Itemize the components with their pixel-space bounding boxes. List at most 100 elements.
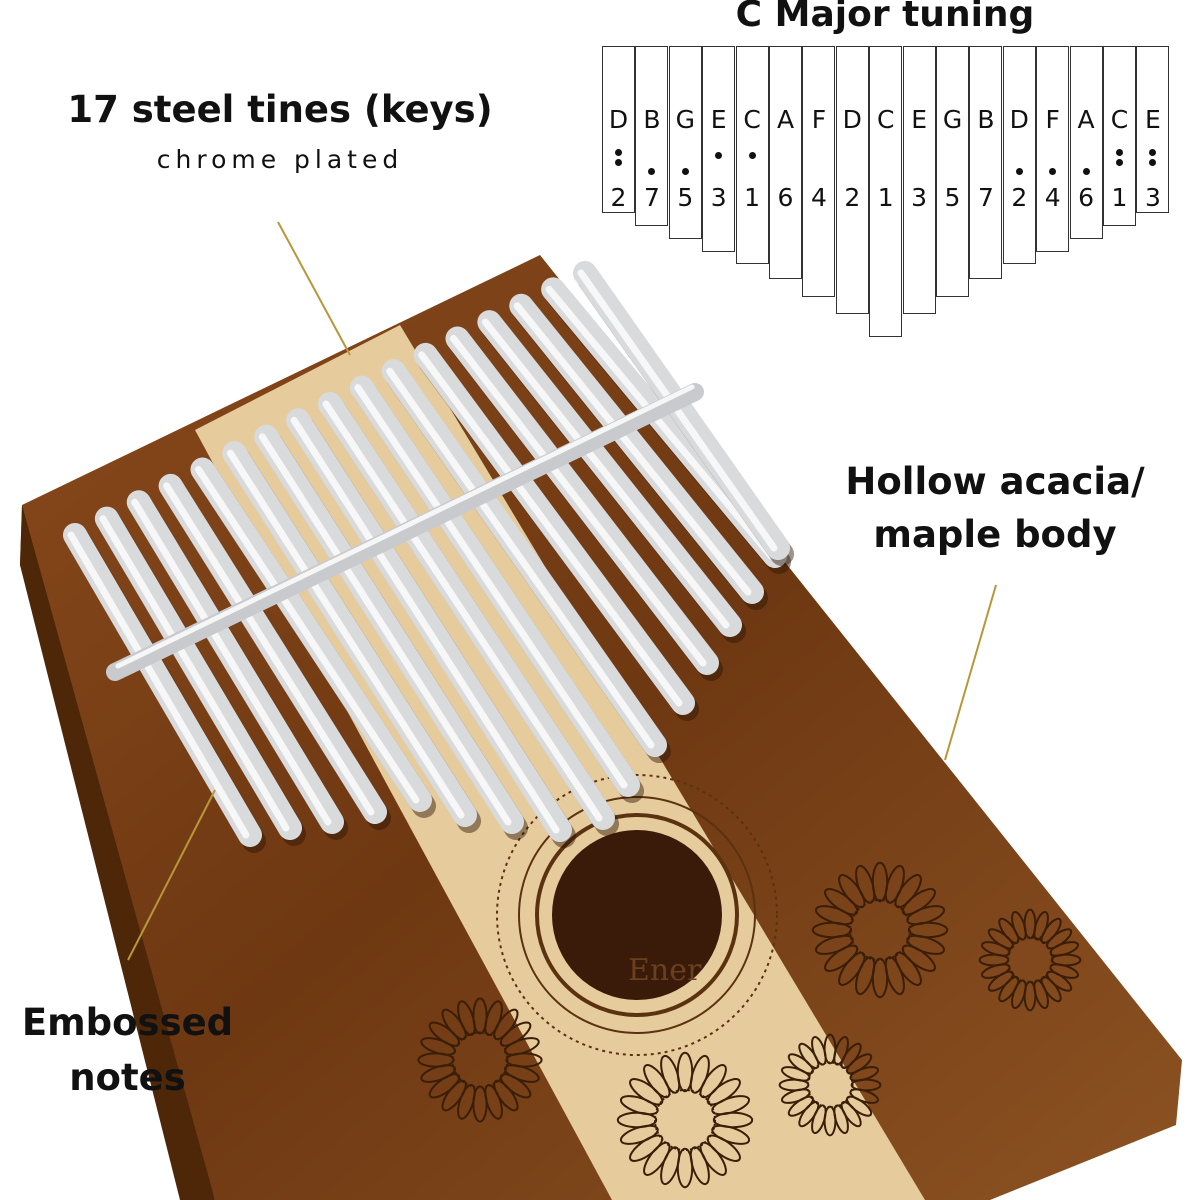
octave-dot — [681, 168, 689, 175]
key-note: D — [1009, 105, 1029, 134]
sunflower-engravings — [417, 861, 1082, 1189]
leader-lines — [127, 221, 997, 961]
key-number: 3 — [1144, 183, 1161, 212]
key-number: 3 — [710, 183, 727, 212]
key-note: F — [811, 105, 827, 134]
key-number: 5 — [677, 183, 694, 212]
octave-dots — [1104, 147, 1135, 169]
tine-highlight — [99, 515, 290, 832]
octave-dots — [670, 166, 701, 178]
tine-highlight — [354, 384, 628, 789]
key-number: 1 — [1111, 183, 1128, 212]
key-note: C — [876, 105, 895, 134]
tine-highlight — [450, 335, 707, 667]
tine-highlight — [577, 269, 778, 552]
octave-dot — [748, 152, 756, 159]
octave-dots — [737, 150, 768, 162]
octave-dots — [1004, 166, 1035, 178]
tine-highlight — [418, 351, 683, 707]
octave-dot — [1149, 149, 1157, 156]
tine-highlight — [481, 318, 730, 629]
key-number: 2 — [610, 183, 627, 212]
sunflower — [978, 908, 1082, 1012]
key-number: 4 — [1044, 183, 1061, 212]
octave-dots — [1071, 166, 1102, 178]
sunflower — [417, 997, 543, 1123]
logo-text: Ener — [628, 953, 702, 988]
key-note: F — [1045, 105, 1060, 134]
key-note: G — [942, 105, 963, 134]
tine-highlight — [258, 433, 512, 826]
octave-dot — [1082, 168, 1090, 175]
key-note: C — [743, 105, 761, 134]
key-note: E — [1144, 105, 1161, 134]
tine-highlight — [195, 466, 420, 804]
octave-dot — [715, 152, 723, 159]
octave-dot — [1049, 168, 1057, 175]
key-note: A — [776, 105, 795, 134]
key-note: A — [1077, 105, 1095, 134]
key-note: B — [977, 105, 995, 134]
body-label-line1: Hollow acacia/ — [845, 460, 1145, 503]
body-leader — [944, 584, 997, 761]
key-number: 1 — [877, 183, 894, 212]
sound-hole — [552, 830, 722, 1000]
key-note: D — [842, 105, 862, 134]
octave-dots — [1037, 166, 1068, 178]
key-note: B — [643, 105, 661, 134]
steel-tines — [63, 261, 794, 853]
sunflower — [616, 1051, 754, 1189]
octave-dot — [1149, 159, 1157, 166]
key-note: G — [675, 105, 695, 134]
tine-highlight — [322, 400, 603, 822]
sound-hole-rosette — [496, 774, 778, 1056]
octave-dots — [1137, 147, 1168, 169]
tine-highlight — [545, 285, 775, 560]
tuning-title: C Major tuning — [735, 0, 1035, 35]
tines-title: 17 steel tines (keys) — [67, 88, 493, 131]
tines-subtitle: chrome plated — [156, 145, 404, 174]
key-number: 3 — [911, 183, 928, 212]
octave-dot — [615, 149, 622, 156]
notes-leader — [127, 789, 216, 961]
octave-dots — [603, 147, 634, 169]
tine-highlight — [163, 482, 375, 816]
key-number: 1 — [744, 183, 761, 212]
notes-label-line2: notes — [69, 1056, 186, 1099]
octave-dot — [615, 159, 622, 166]
tine-highlight — [226, 449, 465, 819]
tine-highlight — [131, 498, 332, 826]
octave-dot — [1015, 168, 1023, 175]
key-number: 6 — [1078, 183, 1095, 212]
notes-label-line1: Embossed — [21, 1001, 234, 1044]
key-number: 2 — [844, 183, 861, 212]
sunflower — [811, 861, 949, 999]
tines-leader — [277, 221, 351, 356]
key-note: D — [608, 105, 629, 134]
tine-highlight — [513, 302, 752, 596]
bridge-bar-highlight — [115, 384, 695, 669]
key-number: 7 — [977, 183, 994, 212]
octave-dot — [1116, 159, 1123, 166]
body-label: Hollow acacia/ maple body — [820, 455, 1170, 561]
key-note: E — [911, 105, 927, 134]
octave-dot — [1116, 149, 1123, 156]
